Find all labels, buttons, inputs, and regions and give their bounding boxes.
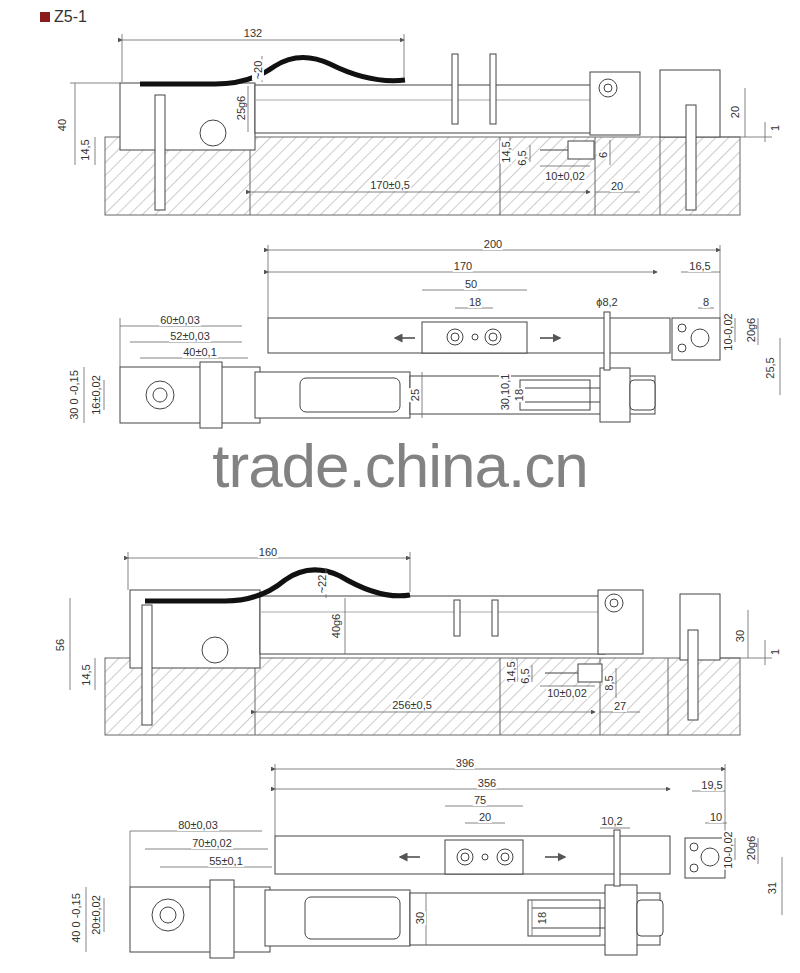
dimension-label: 25g6	[235, 95, 247, 121]
dimension-label: 14,5	[500, 140, 512, 163]
dimension-label: 20g6	[745, 317, 757, 343]
dimension-label: 6,5	[519, 667, 531, 684]
dimension-label: 20±0,02	[90, 894, 102, 936]
dimension-label: 8,5	[603, 674, 615, 691]
dimension-label: 52±0,03	[169, 330, 211, 342]
dimension-label: 1	[769, 124, 781, 132]
dimension-label: 10	[709, 811, 723, 823]
dimension-label: 80±0,03	[177, 819, 219, 831]
dimension-label: 16,5	[688, 260, 711, 272]
dimension-label: 25	[409, 388, 421, 402]
dimension-label: 8	[702, 296, 710, 308]
watermark: trade.china.cn	[211, 432, 588, 500]
dimension-label: 27	[613, 700, 627, 712]
dimension-label: 40	[56, 118, 68, 132]
dimension-label: 6	[597, 151, 609, 159]
dimension-label: 132	[243, 27, 263, 39]
dimension-label: 25,5	[764, 356, 776, 379]
dimension-label: 19,5	[700, 779, 723, 791]
dimension-label: 356	[477, 777, 497, 789]
dimension-label: 75	[473, 794, 487, 806]
dimension-label: 70±0,02	[191, 837, 233, 849]
drawing-title: Z5-1	[54, 8, 87, 26]
dimension-label: ~22	[316, 574, 328, 595]
dimension-label: 56	[54, 638, 66, 652]
dimension-label: 20	[610, 180, 624, 192]
dimension-label: 160	[258, 546, 278, 558]
dimension-label: 170±0,5	[369, 179, 411, 191]
dimension-label: 10±0,02	[544, 170, 586, 182]
dimension-label: 40g6	[330, 613, 342, 639]
dimension-label: 40±0,1	[182, 346, 218, 358]
dimension-label: 50	[464, 278, 478, 290]
dimension-label: 200	[483, 238, 503, 250]
dimension-label: 30 0 -0,15	[68, 369, 80, 421]
dimension-label: 55±0,1	[208, 855, 244, 867]
dimension-label: 14,5	[80, 663, 92, 686]
dimension-label: 60±0,03	[159, 314, 201, 326]
dimension-label: 16±0,02	[90, 374, 102, 416]
dimension-label: 18	[513, 388, 525, 402]
dimension-label: 10-0,02	[722, 830, 734, 869]
dimension-label: 30,10,1	[499, 373, 511, 412]
dimension-label: 20	[729, 105, 741, 119]
dimension-label: 31	[766, 881, 778, 895]
dimension-label: 20g6	[745, 835, 757, 861]
dimension-label: 18	[468, 296, 482, 308]
dimension-label: 40 0 -0,15	[70, 892, 82, 944]
dimension-label: 10,2	[600, 815, 623, 827]
dimension-label: 10±0,02	[546, 687, 588, 699]
dimension-label: 18	[536, 911, 548, 925]
dimension-label: 6,5	[516, 149, 528, 166]
dimension-label: ~20	[252, 60, 264, 81]
dimension-label: 256±0,5	[391, 699, 433, 711]
dimension-label: 14,5	[505, 660, 517, 683]
dimension-label: 10-0,02	[722, 312, 734, 351]
dimension-label: 14,5	[79, 138, 91, 161]
dimension-label: 396	[455, 757, 475, 769]
dimension-label: 170	[453, 260, 473, 272]
dimension-label: 20	[478, 811, 492, 823]
dimension-label: 30	[734, 629, 746, 643]
dimension-label: 1	[769, 648, 781, 656]
dimension-label: 30	[414, 911, 426, 925]
dimension-label: ϕ8,2	[595, 296, 618, 308]
